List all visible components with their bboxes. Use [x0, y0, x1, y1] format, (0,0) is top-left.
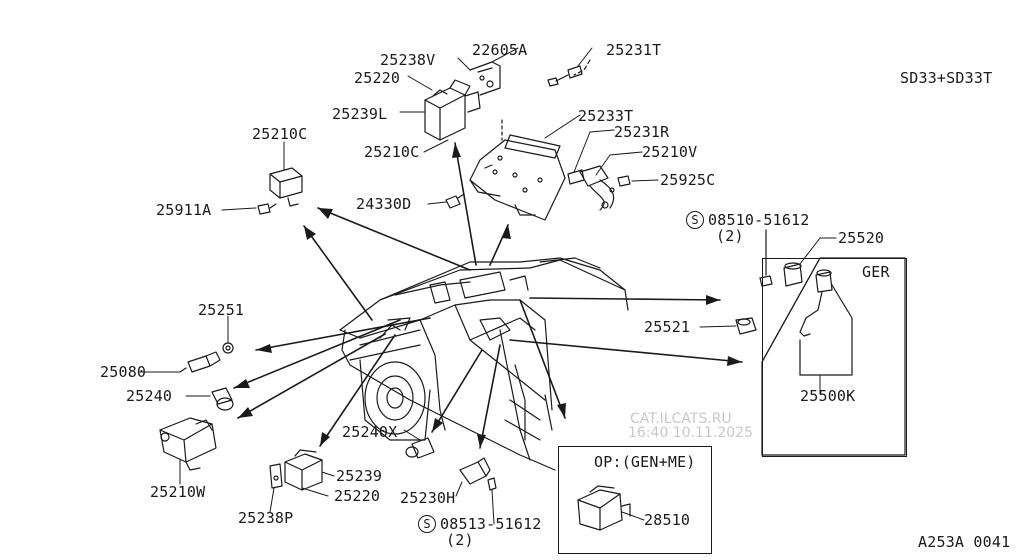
relay-25520 — [759, 229, 803, 287]
ger-box — [762, 258, 907, 457]
part-label-25230H[interactable]: 25230H — [400, 489, 456, 507]
part-25521 — [735, 317, 757, 335]
relay-25210C-left — [269, 167, 303, 207]
part-label-25220-bottom[interactable]: 25220 — [334, 487, 381, 505]
wheel — [359, 359, 431, 441]
part-label-25911A[interactable]: 25911A — [156, 201, 212, 219]
watermark-site: CAT.ILCATS.RU — [630, 411, 732, 427]
part-label-25210V[interactable]: 25210V — [642, 143, 698, 161]
part-25240X — [405, 437, 435, 459]
relay-cluster-bottom — [269, 449, 323, 491]
part-label-25239[interactable]: 25239 — [336, 467, 383, 485]
model-label: SD33+SD33T — [900, 69, 993, 87]
part-25080 — [179, 351, 221, 373]
part-label-25521[interactable]: 25521 — [644, 318, 691, 336]
part-label-08513-51612[interactable]: 08513-51612 — [440, 515, 542, 533]
screw-25911A — [257, 203, 277, 215]
part-qty-08510: (2) — [716, 227, 744, 245]
standard-part-symbol-08510: S — [686, 211, 704, 229]
relay-25210W — [159, 417, 217, 471]
part-25240 — [211, 387, 234, 411]
part-label-25925C[interactable]: 25925C — [660, 171, 716, 189]
figure-code: A253A 0041 — [918, 533, 1011, 551]
part-label-25233T[interactable]: 25233T — [578, 107, 634, 125]
part-label-25231R[interactable]: 25231R — [614, 123, 670, 141]
part-25251 — [222, 342, 234, 354]
part-label-25520[interactable]: 25520 — [838, 229, 885, 247]
part-label-25239L[interactable]: 25239L — [332, 105, 388, 123]
bracket-25233T — [469, 119, 566, 221]
part-label-25231T[interactable]: 25231T — [606, 41, 662, 59]
option-box — [558, 446, 712, 554]
part-label-25220-top[interactable]: 25220 — [354, 69, 401, 87]
standard-part-symbol-08513: S — [418, 515, 436, 533]
part-label-25240X[interactable]: 25240X — [342, 423, 398, 441]
part-label-25210C-left[interactable]: 25210C — [252, 125, 308, 143]
part-label-25500K[interactable]: 25500K — [800, 387, 856, 405]
part-qty-08513: (2) — [446, 531, 474, 549]
part-25230H — [459, 457, 497, 491]
part-label-24330D[interactable]: 24330D — [356, 195, 412, 213]
part-label-25251[interactable]: 25251 — [198, 301, 245, 319]
op-box-drawing — [577, 485, 631, 531]
part-label-25240[interactable]: 25240 — [126, 387, 173, 405]
screw-25231T — [547, 59, 591, 87]
part-label-25238V[interactable]: 25238V — [380, 51, 436, 69]
arrow-heads — [234, 143, 742, 448]
vehicle-body — [339, 257, 629, 471]
part-label-25080[interactable]: 25080 — [100, 363, 147, 381]
relay-25210V — [567, 165, 631, 211]
part-label-25238P[interactable]: 25238P — [238, 509, 294, 527]
part-label-28510[interactable]: 28510 — [644, 511, 691, 529]
leader-lines — [139, 47, 837, 525]
part-label-25210W[interactable]: 25210W — [150, 483, 206, 501]
screw-24330D — [445, 193, 465, 209]
part-label-22605A[interactable]: 22605A — [472, 41, 528, 59]
option-box-title: OP:(GEN+ME) — [594, 453, 696, 471]
ger-box-title: GER — [862, 263, 890, 281]
pointer-arrows — [233, 142, 743, 449]
part-label-08510-51612[interactable]: 08510-51612 — [708, 211, 810, 229]
watermark-stamp: 16:40 10.11.2025 — [628, 425, 753, 441]
relay-cluster-top — [424, 61, 501, 141]
part-label-25210C-top[interactable]: 25210C — [364, 143, 420, 161]
